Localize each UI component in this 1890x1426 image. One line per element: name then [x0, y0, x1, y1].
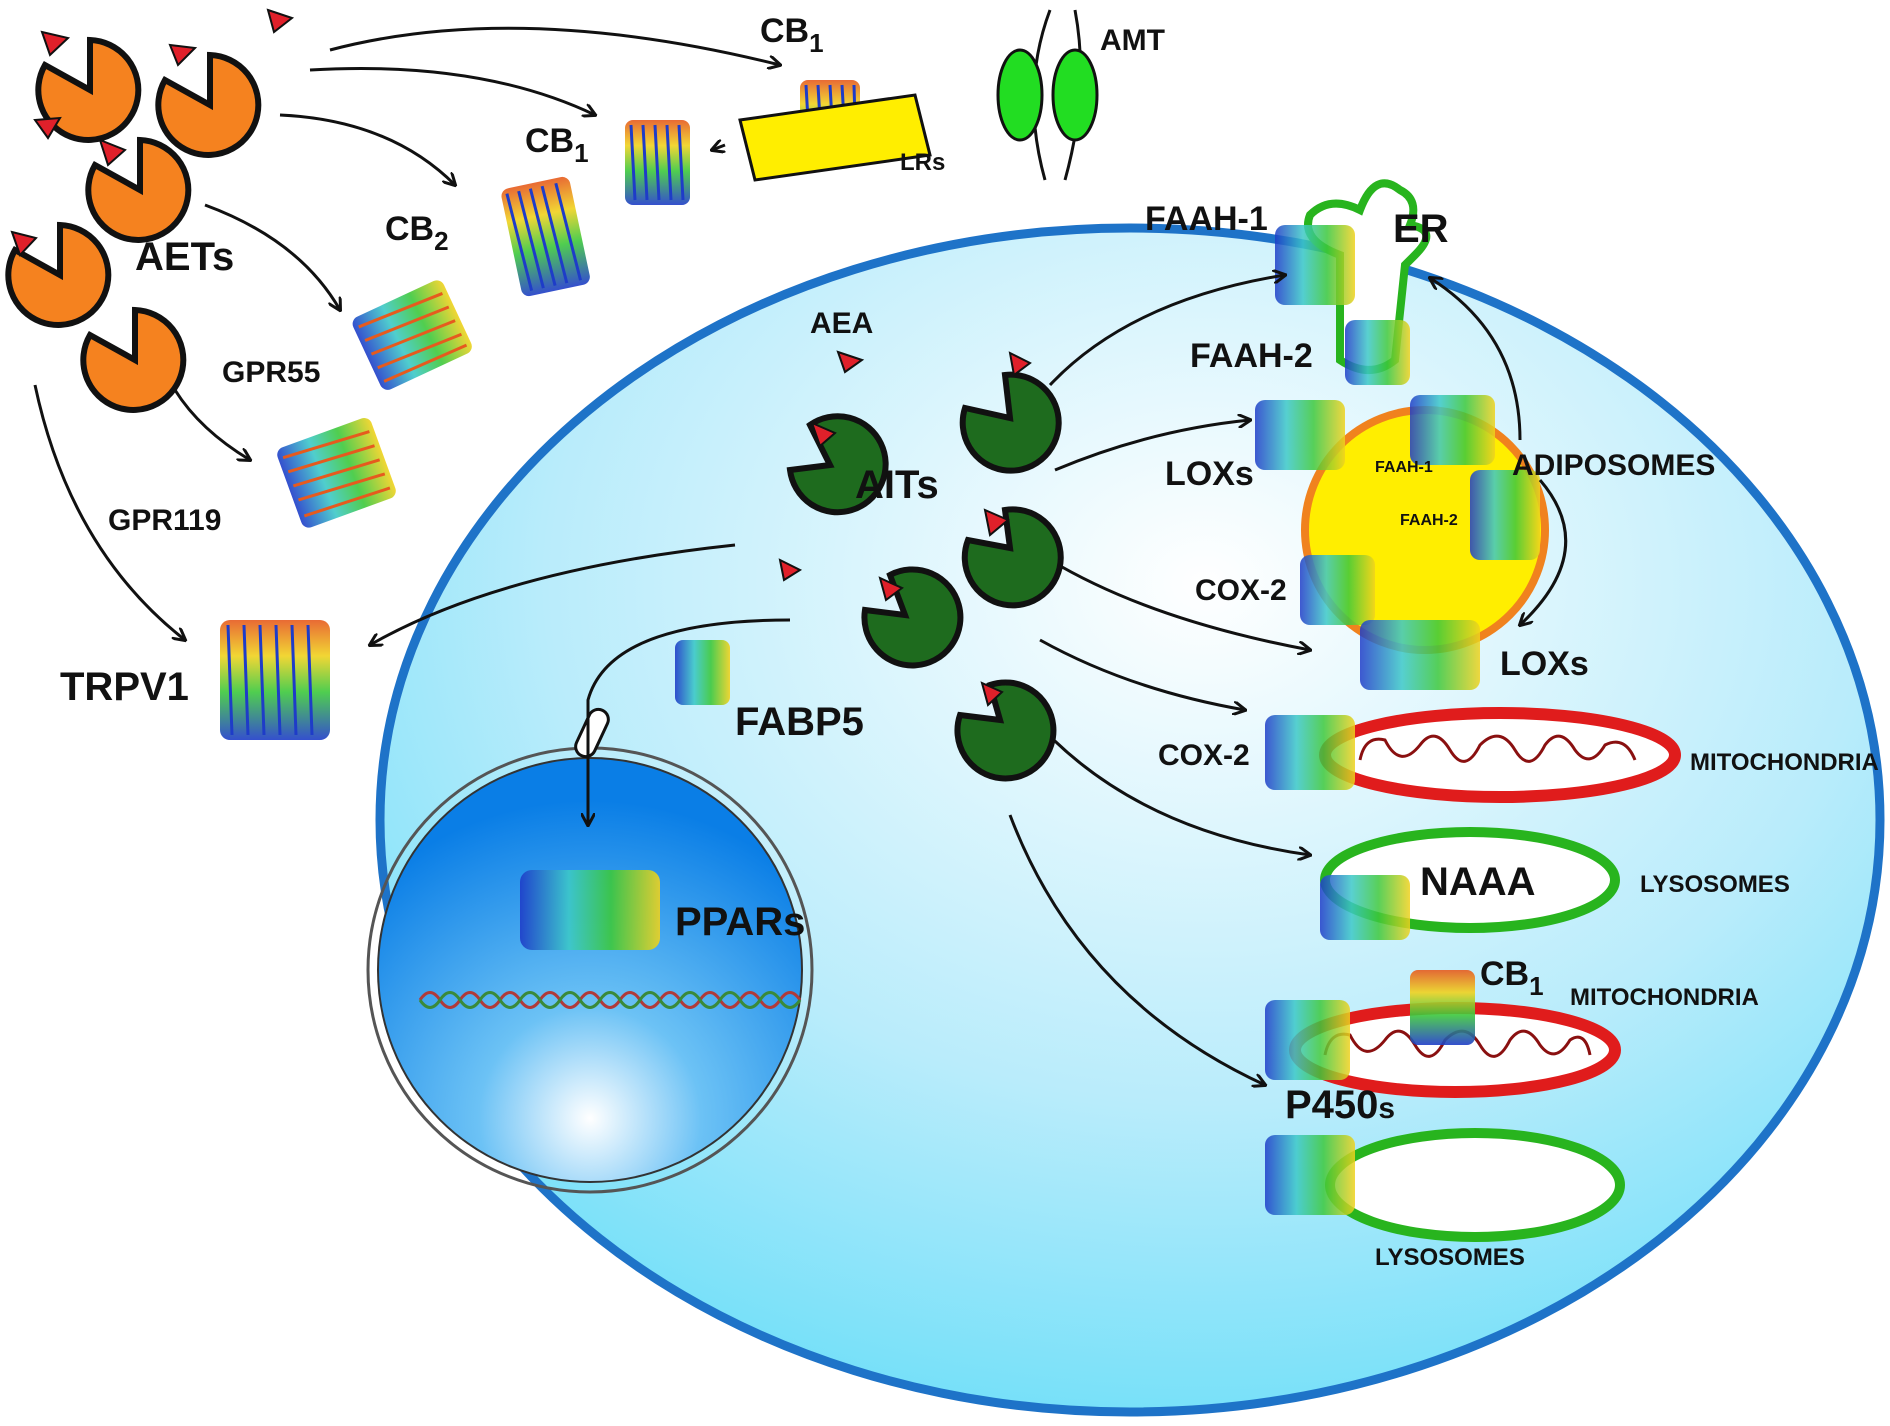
label-adip-faah1: FAAH-1: [1375, 459, 1433, 476]
label-naaa: NAAA: [1420, 860, 1536, 904]
protein-ribbon-icon: [1300, 555, 1375, 625]
red-triangle-icon: [40, 30, 71, 57]
pacman-green-icon: [959, 371, 1062, 474]
dna-helix-icon: [418, 991, 802, 1009]
amt-transporter: [996, 9, 1099, 181]
protein-ribbon-icon: [352, 280, 472, 390]
label-er: ER: [1393, 207, 1449, 251]
mitochondria-1: [1265, 707, 1681, 803]
protein-ribbon-icon: [1410, 970, 1475, 1045]
pacman-orange-icon: [80, 306, 187, 413]
protein-ribbon-icon: [1360, 620, 1480, 690]
pacman-green-icon: [954, 679, 1057, 782]
lysosome-1: [1320, 827, 1620, 940]
label-aets: AETs: [135, 235, 234, 279]
label-lysosomes-1: LYSOSOMES: [1640, 871, 1790, 898]
label-fabp5: FABP5: [735, 700, 864, 744]
protein-ribbon-icon: [1320, 875, 1410, 940]
label-faah1: FAAH-1: [1145, 200, 1268, 238]
protein-ribbon-icon: [675, 640, 730, 705]
label-cb1-top: CB1: [760, 12, 824, 58]
nuclear-pore-capsule: [574, 707, 610, 759]
label-adip-faah2: FAAH-2: [1400, 512, 1458, 529]
pacman-orange-icon: [35, 36, 142, 143]
pacman-orange-icon: [5, 221, 112, 328]
label-ppars: PPARs: [675, 900, 805, 944]
red-triangle-icon: [10, 230, 38, 257]
labels: AETs CB1 CB1 CB2 LRs AMT GPR55 GPR119 TR…: [60, 12, 1879, 1271]
protein-ribbon-icon: [1345, 320, 1410, 385]
label-aits: AITs: [855, 463, 939, 507]
label-lysosomes-2: LYSOSOMES: [1375, 1244, 1525, 1271]
red-triangle-icon: [980, 681, 1004, 707]
red-triangle-icon: [878, 576, 904, 602]
label-cb1-mid: CB1: [525, 122, 589, 168]
protein-ribbon-icon: [1410, 395, 1495, 465]
red-triangle-icon: [836, 350, 865, 374]
label-aea: AEA: [810, 307, 873, 340]
lipid-raft: [738, 93, 932, 182]
label-trpv1: TRPV1: [60, 665, 189, 709]
protein-ribbon-icon: [1265, 1135, 1355, 1215]
protein-ribbon-icon: [501, 176, 590, 297]
label-loxs-2: LOXs: [1500, 645, 1589, 683]
protein-ribbon-icon: [1255, 400, 1345, 470]
label-faah2: FAAH-2: [1190, 337, 1313, 375]
protein-ribbon-icon: [1265, 715, 1355, 790]
red-triangle-icon: [778, 558, 803, 582]
protein-ribbon-icon: [1275, 225, 1355, 305]
nucleus: [366, 746, 814, 1194]
label-cb2: CB2: [385, 210, 449, 256]
label-amt: AMT: [1100, 24, 1165, 57]
aets-group: [5, 8, 295, 413]
label-p450s: P450s: [1285, 1083, 1395, 1127]
pacman-orange-icon: [85, 136, 192, 243]
protein-ribbon-icon: [1265, 1000, 1350, 1080]
label-gpr55: GPR55: [222, 356, 320, 389]
label-cb1-mito: CB1: [1480, 955, 1544, 1001]
lysosome-2: [1265, 1128, 1625, 1242]
protein-ribbon-icon: [277, 418, 396, 528]
label-lrs: LRs: [900, 149, 945, 176]
pacman-green-icon: [786, 413, 889, 516]
red-triangle-icon: [266, 8, 295, 34]
arrows: [33, 26, 1568, 1085]
pacman-green-icon: [961, 506, 1064, 609]
red-triangle-icon: [168, 43, 198, 67]
label-cox2-1: COX-2: [1195, 574, 1287, 607]
protein-ribbon-icon: [220, 620, 330, 740]
label-mitochondria-2: MITOCHONDRIA: [1570, 984, 1759, 1011]
label-mitochondria-1: MITOCHONDRIA: [1690, 749, 1879, 776]
aits-group: [778, 350, 1064, 782]
mitochondria-2: [1265, 970, 1621, 1098]
label-cox2-2: COX-2: [1158, 739, 1250, 772]
red-triangle-icon: [98, 138, 127, 167]
red-triangle-icon: [1008, 351, 1032, 377]
protein-ribbon-icon: [1470, 470, 1540, 560]
label-gpr119: GPR119: [108, 504, 221, 537]
pacman-orange-icon: [155, 51, 262, 158]
endoplasmic-reticulum: [1275, 179, 1431, 385]
label-loxs-1: LOXs: [1165, 455, 1254, 493]
red-triangle-icon: [983, 508, 1010, 537]
pacman-green-icon: [861, 566, 964, 669]
red-triangle-icon: [33, 116, 62, 140]
protein-ribbon-icon: [625, 120, 690, 205]
protein-ribbon-icon: [520, 870, 660, 950]
label-adiposomes: ADIPOSOMES: [1512, 449, 1715, 482]
red-triangle-icon: [810, 421, 837, 448]
